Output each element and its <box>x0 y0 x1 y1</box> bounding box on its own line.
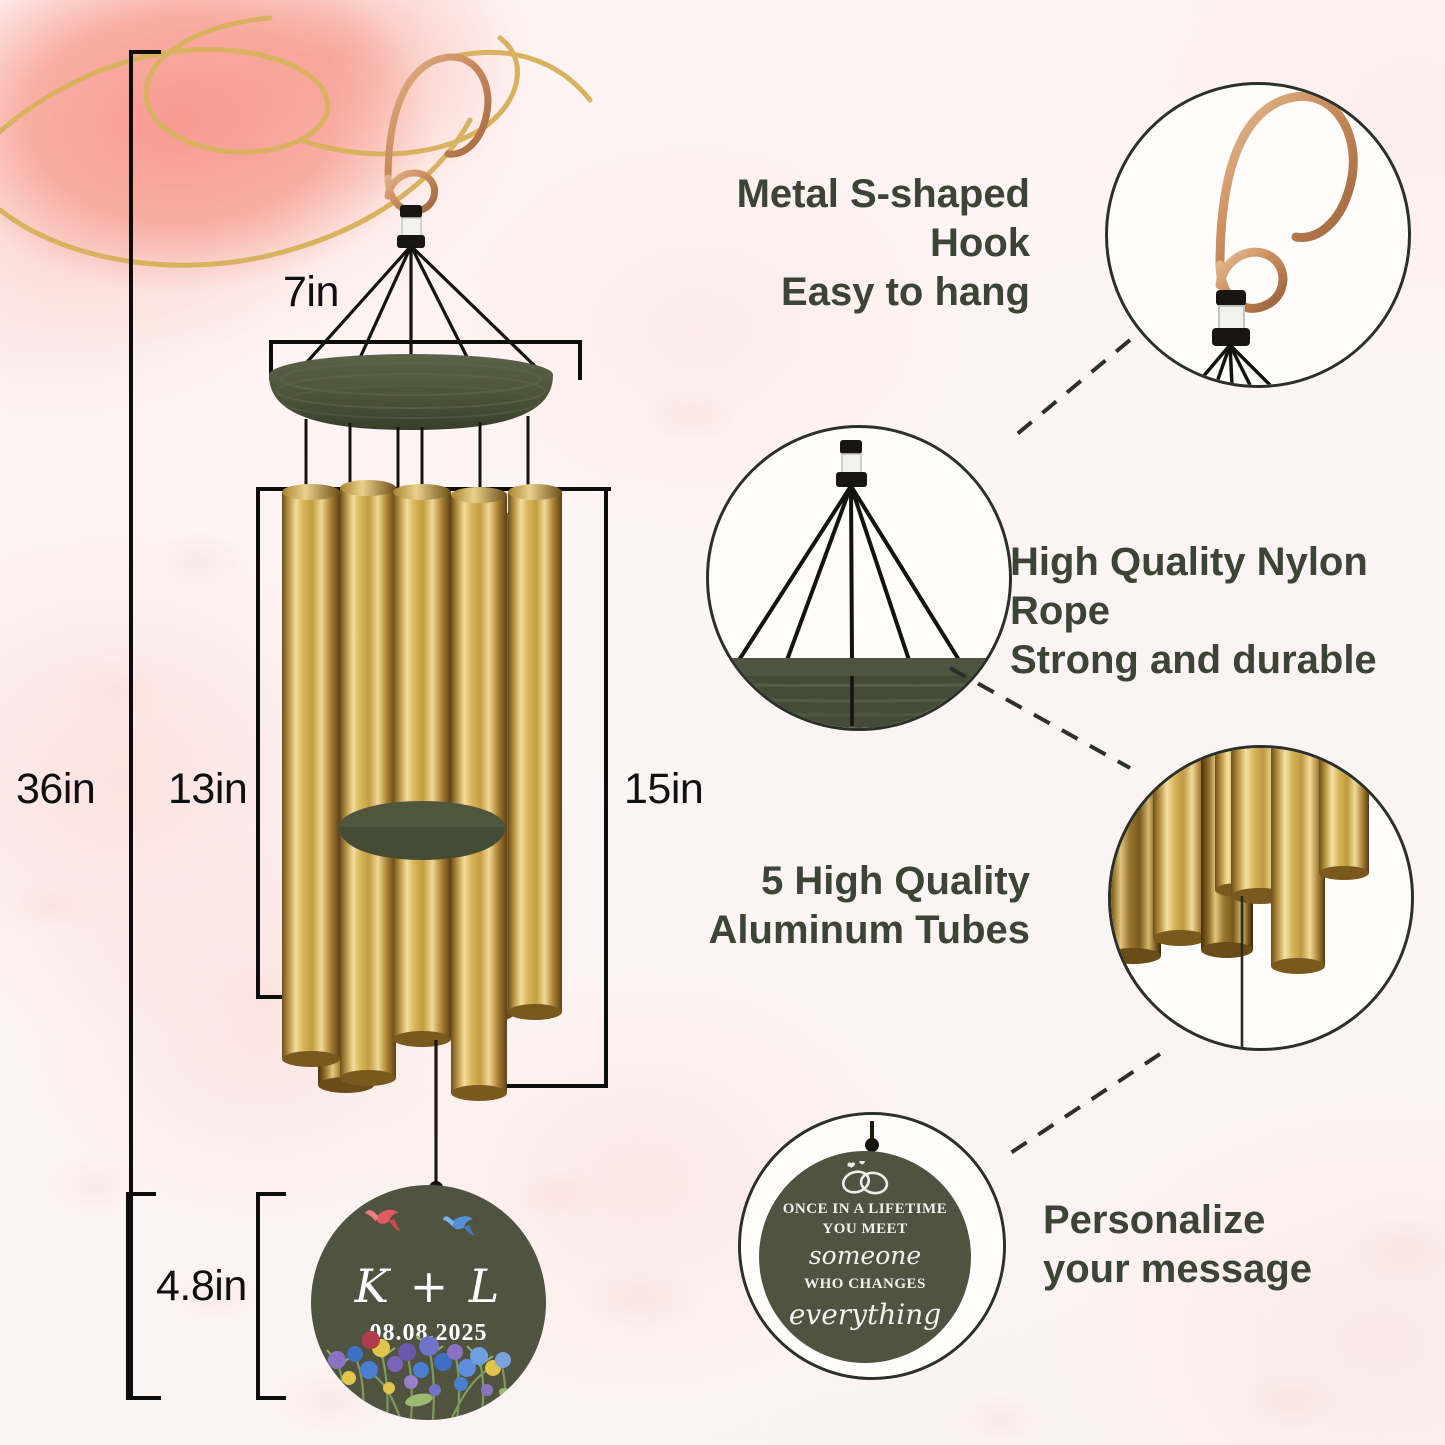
rope-knot <box>836 472 867 487</box>
dim-label-overall-height: 36in <box>16 765 96 813</box>
message-line-4: WHO CHANGES <box>804 1276 926 1292</box>
hook-bead <box>841 453 862 475</box>
top-disc <box>269 354 553 430</box>
wildflower-bouquet-icon <box>319 1331 523 1420</box>
detail-circle-hook <box>1105 82 1411 388</box>
wedding-rings-icon <box>841 1161 889 1195</box>
hook-clamp <box>1216 290 1246 306</box>
rope-knot <box>397 235 425 248</box>
message-line-5: everything <box>788 1298 942 1331</box>
dim-label-tube-span: 15in <box>624 765 704 813</box>
blue-bird-icon <box>443 1216 475 1236</box>
nylon-rope-icon <box>297 244 542 375</box>
tube-5 <box>508 484 562 1020</box>
message-disc-hanger <box>865 1121 879 1152</box>
detail-hook-illustration <box>1194 91 1358 385</box>
dim-label-tube-length: 13in <box>168 765 248 813</box>
striker-disc <box>339 801 505 860</box>
hook-bead <box>401 217 422 238</box>
dim-label-sail-disc: 4.8in <box>156 1262 247 1310</box>
hook-clamp <box>400 205 422 218</box>
leader-line-tubes <box>998 1052 1162 1162</box>
hook-clamp <box>840 440 862 454</box>
detail-circle-rope <box>706 425 1012 731</box>
wind-chime-illustration <box>269 53 562 1195</box>
message-line-2: YOU MEET <box>822 1221 908 1237</box>
tube-4 <box>451 487 507 1101</box>
detail-tubes-illustration <box>1111 748 1369 1048</box>
leader-line-rope <box>949 666 1131 770</box>
aluminum-tubes <box>282 480 562 1101</box>
personalization-disc: K + L 08.08.2025 <box>311 1185 546 1420</box>
disc-artwork <box>365 1209 475 1236</box>
s-hook-icon <box>1215 91 1358 313</box>
nylon-rope-icon <box>737 484 961 662</box>
message-line-1: ONCE IN A LIFETIME <box>782 1201 948 1217</box>
dim-label-top-disc: 7in <box>283 268 339 316</box>
feature-label-rope: High Quality Nylon Rope Strong and durab… <box>1010 540 1377 682</box>
disc-initials: K + L <box>354 1259 503 1313</box>
red-bird-icon <box>365 1209 401 1232</box>
engraved-message-disc: ONCE IN A LIFETIME YOU MEET someone WHO … <box>759 1151 971 1363</box>
tube-3 <box>393 484 451 1047</box>
leader-line-hook <box>1008 338 1132 442</box>
s-hook-icon <box>384 53 492 215</box>
detail-circle-tubes <box>1108 745 1414 1051</box>
message-line-3: someone <box>808 1241 922 1270</box>
feature-label-hook: Metal S-shaped Hook Easy to hang <box>736 172 1030 314</box>
detail-circle-message: ONCE IN A LIFETIME YOU MEET someone WHO … <box>738 1112 1006 1380</box>
tube-2 <box>340 480 396 1086</box>
nylon-rope-icon <box>1194 343 1272 385</box>
hook-bead <box>1218 305 1245 331</box>
rope-knot <box>1212 328 1250 346</box>
feature-label-tubes: 5 High Quality Aluminum Tubes <box>708 859 1030 952</box>
tube-1 <box>282 484 340 1067</box>
feature-label-personalize: Personalize your message <box>1043 1198 1313 1291</box>
